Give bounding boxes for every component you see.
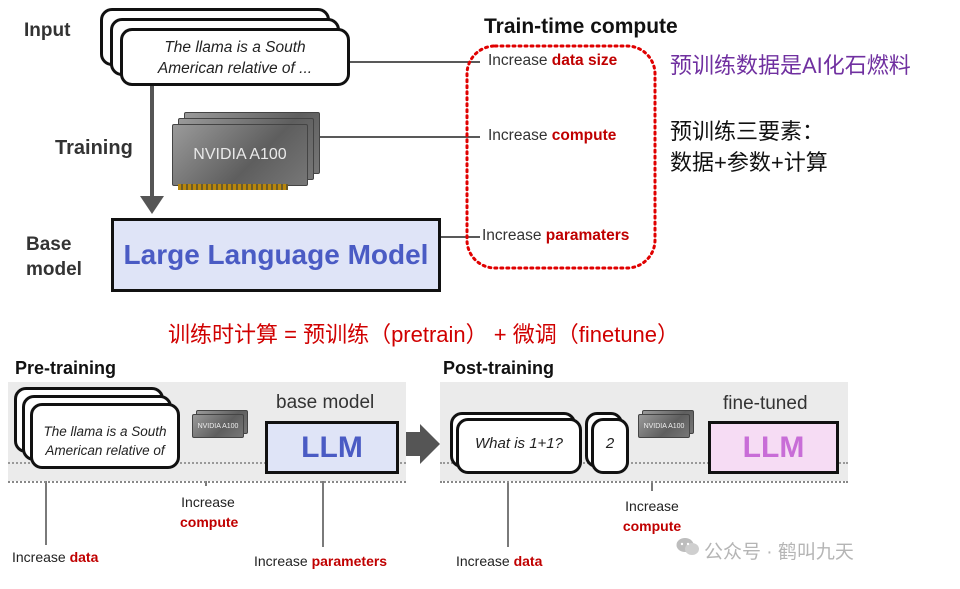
pre-input-card: The llama is a South American relative o…	[30, 403, 180, 469]
input-text-line1: The llama is a South	[164, 39, 306, 56]
answer-text: 2	[605, 435, 615, 452]
increase-word: Increase	[482, 227, 542, 244]
post-increase-compute: Increase compute	[622, 496, 682, 536]
small-gpu-2-label: NVIDIA A100	[643, 422, 685, 430]
fine-tuned-label: fine-tuned	[723, 393, 808, 414]
base-label-line1: Base	[26, 234, 72, 255]
data-word: data	[69, 549, 99, 565]
formula-text: 训练时计算 = 预训练（pretrain） + 微调（finetune）	[168, 322, 680, 347]
increase-word: Increase	[625, 498, 679, 514]
input-card: The llama is a South American relative o…	[120, 28, 350, 86]
small-gpu-card: NVIDIA A100	[192, 414, 244, 438]
train-time-title: Train-time compute	[484, 15, 678, 38]
increase-paramaters: Increase paramaters	[482, 227, 629, 245]
base-llm-label: LLM	[301, 430, 363, 464]
small-gpu-label: NVIDIA A100	[197, 422, 239, 430]
posttraining-baseline	[440, 481, 848, 483]
gpu-label: NVIDIA A100	[193, 146, 287, 163]
finetuned-llm-label: LLM	[742, 430, 805, 464]
increase-compute: Increase compute	[488, 127, 616, 145]
base-label-line2: model	[26, 259, 82, 280]
pre-text-line2: American relative of	[45, 443, 165, 458]
pre-increase-compute: Increase compute	[180, 492, 239, 532]
llm-box-label: Large Language Model	[123, 239, 429, 270]
compute-word: compute	[551, 127, 617, 144]
question-card: What is 1+1?	[456, 418, 582, 474]
watermark-text: 公众号 · 鹤叫九天	[704, 542, 854, 563]
increase-word: Increase	[456, 553, 510, 569]
wechat-icon	[676, 537, 700, 557]
llm-box: Large Language Model	[111, 218, 441, 292]
pretraining-dotted-line	[8, 462, 406, 464]
compute-word: compute	[622, 518, 682, 534]
paramaters-word: paramaters	[545, 227, 630, 244]
note-three-elements-line2: 数据+参数+计算	[670, 150, 828, 175]
answer-card: 2	[591, 418, 629, 474]
increase-word: Increase	[488, 127, 548, 144]
data-size-word: data size	[551, 52, 618, 69]
question-text: What is 1+1?	[475, 435, 563, 452]
compute-word: compute	[180, 514, 239, 530]
pre-increase-parameters: Increase parameters	[254, 553, 387, 569]
posttraining-dotted-line	[440, 462, 848, 464]
small-gpu-2-card: NVIDIA A100	[638, 414, 690, 438]
parameters-word: parameters	[311, 553, 388, 569]
gpu-card: NVIDIA A100	[172, 124, 308, 186]
note-three-elements-line1: 预训练三要素：	[670, 119, 825, 144]
input-label: Input	[24, 20, 71, 41]
data-word: data	[513, 553, 543, 569]
increase-word: Increase	[181, 494, 235, 510]
gpu-connector-pins	[178, 184, 288, 190]
note-fossil-fuel: 预训练数据是AI化石燃料	[670, 53, 911, 78]
pre-increase-data: Increase data	[12, 549, 98, 565]
increase-data-size: Increase data size	[488, 52, 617, 70]
pretraining-baseline	[8, 481, 406, 483]
post-increase-data: Increase data	[456, 553, 542, 569]
pre-text-line1: The llama is a South	[43, 424, 167, 439]
increase-word: Increase	[254, 553, 308, 569]
base-model-label: base model	[276, 392, 375, 413]
base-llm-box: LLM	[265, 421, 399, 474]
finetuned-llm-box: LLM	[708, 421, 839, 474]
increase-word: Increase	[12, 549, 66, 565]
increase-word: Increase	[488, 52, 548, 69]
training-label: Training	[55, 137, 133, 159]
pretraining-title: Pre-training	[15, 358, 117, 378]
input-text-line2: American relative of ...	[157, 60, 313, 77]
posttraining-title: Post-training	[443, 358, 554, 378]
